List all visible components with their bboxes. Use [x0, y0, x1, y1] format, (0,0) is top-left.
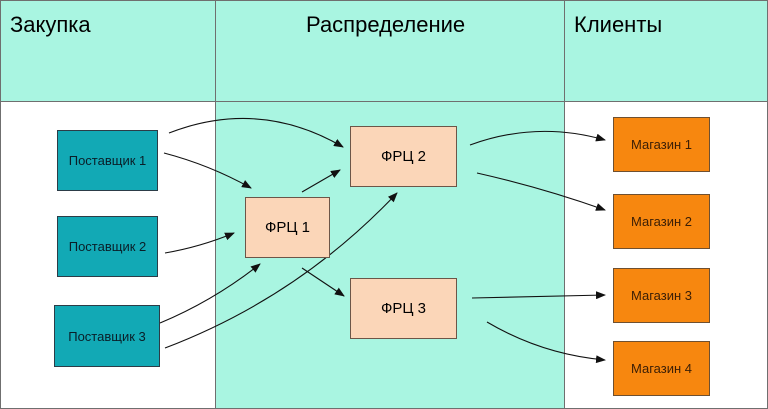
- frc-1-box: ФРЦ 1: [245, 197, 330, 258]
- arrow-f2-to-m2: [476, 172, 606, 211]
- lane-distribution-header: Распределение: [215, 0, 565, 102]
- lane-clients-header: Клиенты: [564, 0, 768, 102]
- arrow-s3-to-f1: [159, 263, 261, 324]
- store-1-label: Магазин 1: [631, 137, 692, 152]
- store-2-label: Магазин 2: [631, 214, 692, 229]
- supplier-3-box: Поставщик 3: [54, 305, 160, 367]
- supplier-2-label: Поставщик 2: [68, 239, 147, 254]
- lane-procurement-header: Закупка: [0, 0, 216, 102]
- store-4-box: Магазин 4: [613, 341, 710, 396]
- lane-procurement-title: Закупка: [10, 12, 91, 37]
- frc-1-label: ФРЦ 1: [264, 219, 310, 236]
- supplier-3-label: Поставщик 3: [68, 328, 146, 344]
- frc-2-box: ФРЦ 2: [350, 126, 457, 187]
- store-3-box: Магазин 3: [613, 268, 710, 323]
- lane-distribution-title: Распределение: [306, 12, 466, 37]
- arrow-s3-to-f2: [164, 192, 398, 349]
- supplier-2-box: Поставщик 2: [57, 216, 158, 277]
- arrow-f3-to-m4: [486, 321, 606, 364]
- frc-3-box: ФРЦ 3: [350, 278, 457, 339]
- arrow-f2-to-m1: [469, 130, 606, 146]
- arrow-f1-to-f2: [301, 169, 341, 193]
- store-2-box: Магазин 2: [613, 194, 710, 249]
- arrow-s1-to-f2: [168, 117, 344, 148]
- arrow-f1-to-f3: [301, 267, 345, 297]
- frc-2-label: ФРЦ 2: [380, 148, 426, 165]
- supplier-1-box: Поставщик 1: [57, 130, 158, 191]
- arrow-f3-to-m3: [471, 291, 606, 300]
- lane-clients-title: Клиенты: [574, 12, 663, 37]
- arrow-s1-to-f1: [163, 152, 252, 189]
- store-4-label: Магазин 4: [631, 361, 692, 376]
- store-3-label: Магазин 3: [631, 288, 692, 303]
- store-1-box: Магазин 1: [613, 117, 710, 172]
- arrow-s2-to-f1: [164, 232, 235, 254]
- frc-3-label: ФРЦ 3: [380, 300, 426, 317]
- supplier-1-label: Поставщик 1: [68, 153, 147, 168]
